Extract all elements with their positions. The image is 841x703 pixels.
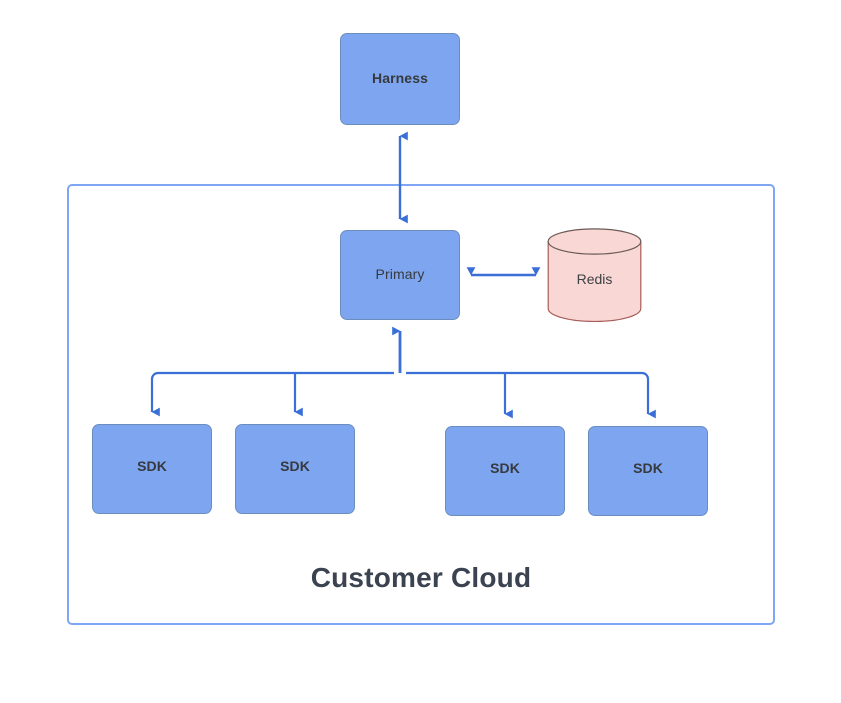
- node-sdk-4[interactable]: SDK: [588, 426, 708, 516]
- node-sdk-1[interactable]: SDK: [92, 424, 212, 514]
- customer-cloud-container: [67, 184, 775, 625]
- node-redis-label: Redis: [576, 271, 613, 287]
- node-sdk-3-label: SDK: [490, 460, 520, 477]
- cylinder-icon: [547, 228, 642, 323]
- node-redis-datastore[interactable]: Redis: [547, 228, 642, 323]
- node-sdk-2-label: SDK: [280, 458, 310, 475]
- node-harness[interactable]: Harness: [340, 33, 460, 125]
- node-sdk-2[interactable]: SDK: [235, 424, 355, 514]
- node-sdk-1-label: SDK: [137, 458, 167, 475]
- edge-sdk-bus: [150, 371, 656, 419]
- node-primary-label: Primary: [375, 266, 425, 283]
- node-sdk-4-label: SDK: [633, 460, 663, 477]
- node-harness-label: Harness: [372, 70, 428, 87]
- customer-cloud-title: Customer Cloud: [310, 562, 532, 593]
- node-primary[interactable]: Primary: [340, 230, 460, 320]
- node-sdk-3[interactable]: SDK: [445, 426, 565, 516]
